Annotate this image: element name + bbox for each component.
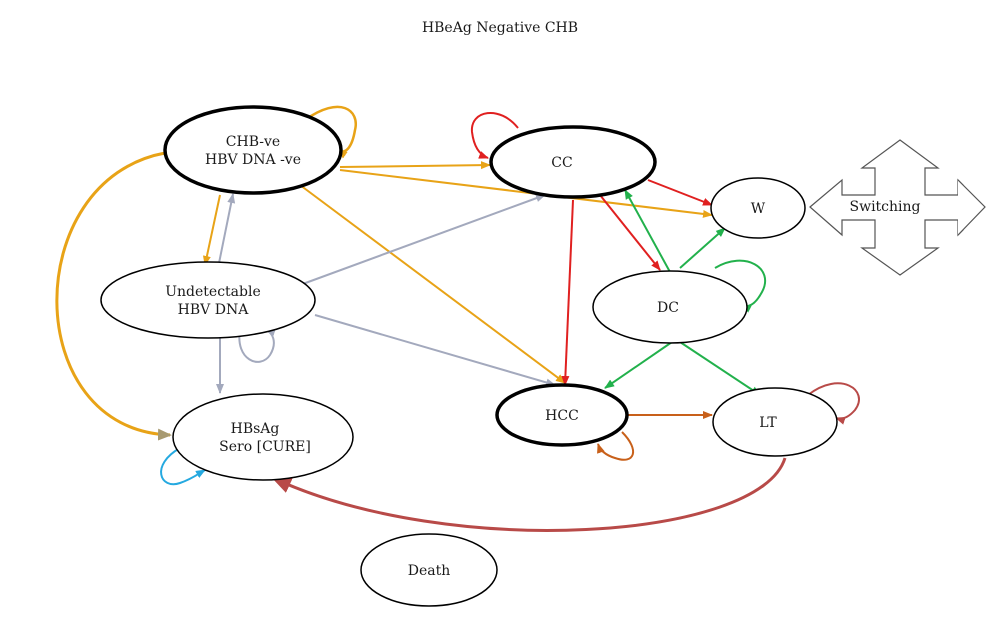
edge-cc-to-dc [599,194,661,271]
node-dc-label: DC [657,300,679,316]
node-undetectable: Undetectable HBV DNA [100,261,316,339]
node-w: W [710,177,806,239]
edge-hbsag-self-loop [160,447,206,486]
node-undetectable-line1: Undetectable [165,284,261,300]
edge-cc-self-loop [470,112,519,159]
edge-dc-to-hcc [604,341,673,389]
node-death-label: Death [408,563,451,579]
node-hbsag-line1: HBsAg [231,421,280,437]
node-cc-label: CC [551,155,572,171]
edge-dc-self-loop [714,259,766,313]
edge-dc-to-lt [679,341,761,396]
edge-chb-self-loop [304,105,357,159]
node-chb-ve-line2: HBV DNA -ve [205,152,301,168]
node-death: Death [360,533,498,607]
node-chb-ve-line1: CHB-ve [226,134,280,150]
edge-dc-to-cc [624,189,671,273]
edges [55,105,860,532]
edge-cc-to-w [647,179,713,206]
node-hcc: HCC [495,383,629,447]
node-hbsag: HBsAg Sero [CURE] [172,393,354,481]
node-w-label: W [751,201,766,217]
edge-chb-to-cc [339,161,491,170]
edge-chb-to-undetectable [202,194,221,266]
node-chb-ve: CHB-ve HBV DNA -ve [163,105,343,195]
node-switching: Switching [809,139,986,276]
diagram-title: HBeAg Negative CHB [421,20,579,36]
node-dc: DC [592,270,748,344]
edge-undetectable-self-loop [238,329,276,363]
edge-undetectable-to-cc [299,194,546,286]
node-undetectable-line2: HBV DNA [178,302,250,318]
edge-undetectable-to-hcc [314,314,556,387]
edge-chb-to-hcc [299,184,566,384]
node-lt: LT [712,387,838,457]
node-lt-label: LT [759,415,777,431]
edge-undetectable-to-chb [217,193,236,269]
node-cc: CC [489,125,657,199]
edge-chb-to-hbsag [55,151,172,441]
edge-lt-self-loop [807,382,860,425]
edge-hcc-self-loop [597,431,634,461]
edge-dc-to-w [679,227,726,269]
node-switching-label: Switching [850,199,921,215]
edge-lt-to-hbsag [271,457,787,532]
node-hcc-label: HCC [545,408,579,424]
node-hbsag-line2: Sero [CURE] [219,439,311,455]
edge-cc-to-hcc [561,199,574,386]
